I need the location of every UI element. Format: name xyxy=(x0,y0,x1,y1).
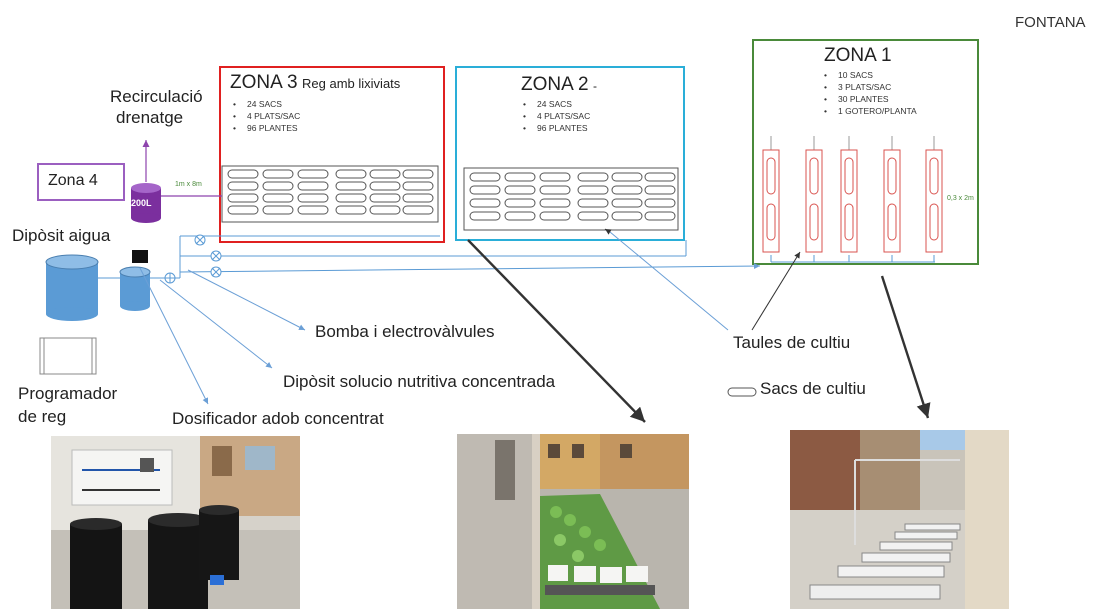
cultivation-table xyxy=(883,136,901,253)
programmer-box xyxy=(39,337,97,375)
zona2-title: ZONA 2 xyxy=(521,74,589,95)
cultivation-table xyxy=(925,136,943,253)
photo-tables xyxy=(790,430,1009,609)
cultivation-tables-label: Taules de cultiu xyxy=(733,333,851,352)
page-title: FONTANA xyxy=(1015,14,1086,31)
zona1-box: ZONA 1 10 SACS 3 PLATS/SAC 30 PLANTES 1 … xyxy=(752,39,979,265)
zona3-bullet: 4 PLATS/SAC xyxy=(233,110,300,122)
drainage-label: drenatge xyxy=(116,108,184,127)
zona1-bullet: 1 GOTERO/PLANTA xyxy=(824,105,917,117)
tank-200l-label: 200L xyxy=(131,198,152,208)
water-deposit xyxy=(45,254,99,321)
zona2-bullets: 24 SACS 4 PLATS/SAC 96 PLANTES xyxy=(523,98,590,134)
cultivation-bags-label: Sacs de cultiu xyxy=(760,379,866,398)
bag-legend-icon xyxy=(727,387,757,397)
zona2-bullet: 24 SACS xyxy=(523,98,590,110)
zona3-bags xyxy=(227,169,434,215)
fertilizer-doser-label: Dosificador adob concentrat xyxy=(172,409,384,428)
pump-valves-label: Bomba i electrovàlvules xyxy=(315,322,495,341)
recirculation-label: Recirculació xyxy=(110,87,203,106)
zona2-heading: ZONA 2 - xyxy=(521,74,597,96)
zona1-bullet: 3 PLATS/SAC xyxy=(824,81,917,93)
zona3-box: ZONA 3 Reg amb lixiviats 24 SACS 4 PLATS… xyxy=(219,66,445,243)
zona2-bullet: 4 PLATS/SAC xyxy=(523,110,590,122)
concentrate-tank xyxy=(119,250,151,311)
programmer-label-line2: de reg xyxy=(18,407,67,426)
zona2-bag-panel xyxy=(463,167,679,231)
zona2-bags xyxy=(469,172,676,221)
zona1-title: ZONA 1 xyxy=(824,45,892,66)
recirculation-tank xyxy=(131,140,222,223)
callout-arrows xyxy=(139,228,801,405)
zona4-box: Zona 4 xyxy=(37,163,125,201)
zona1-bullet: 30 PLANTES xyxy=(824,93,917,105)
zona3-bullets: 24 SACS 4 PLATS/SAC 96 PLANTES xyxy=(233,98,300,134)
nutrient-deposit-label: Dipòsit solucio nutritiva concentrada xyxy=(283,372,556,391)
water-deposit-label: Dipòsit aigua xyxy=(12,226,111,245)
zona3-title: ZONA 3 xyxy=(230,72,298,93)
zona2-subtitle: - xyxy=(593,79,598,93)
cultivation-table xyxy=(805,136,823,253)
zona2-bullet: 96 PLANTES xyxy=(523,122,590,134)
cultivation-table xyxy=(840,136,858,253)
zona3-heading: ZONA 3 Reg amb lixiviats xyxy=(230,72,400,94)
zona1-tables xyxy=(762,136,943,263)
zona2-box: ZONA 2 - 24 SACS 4 PLATS/SAC 96 PLANTES xyxy=(455,66,685,241)
zona3-bag-panel xyxy=(221,165,439,223)
zona1-bullet: 10 SACS xyxy=(824,69,917,81)
zona3-subtitle: Reg amb lixiviats xyxy=(302,76,401,91)
zona3-bullet: 24 SACS xyxy=(233,98,300,110)
valves xyxy=(164,234,222,284)
zona1-dimension: 0,3 x 2m xyxy=(947,195,974,202)
zona3-bullet: 96 PLANTES xyxy=(233,122,300,134)
pipe-dimension-label: 1m x 8m xyxy=(175,181,202,188)
photo-tanks xyxy=(51,436,300,609)
programmer-label-line1: Programador xyxy=(18,384,118,403)
zona1-bullets: 10 SACS 3 PLATS/SAC 30 PLANTES 1 GOTERO/… xyxy=(824,69,917,117)
photo-lettuce xyxy=(457,434,689,609)
cultivation-table xyxy=(762,136,780,253)
photo-arrows xyxy=(467,239,931,423)
zona4-title: Zona 4 xyxy=(48,172,98,189)
